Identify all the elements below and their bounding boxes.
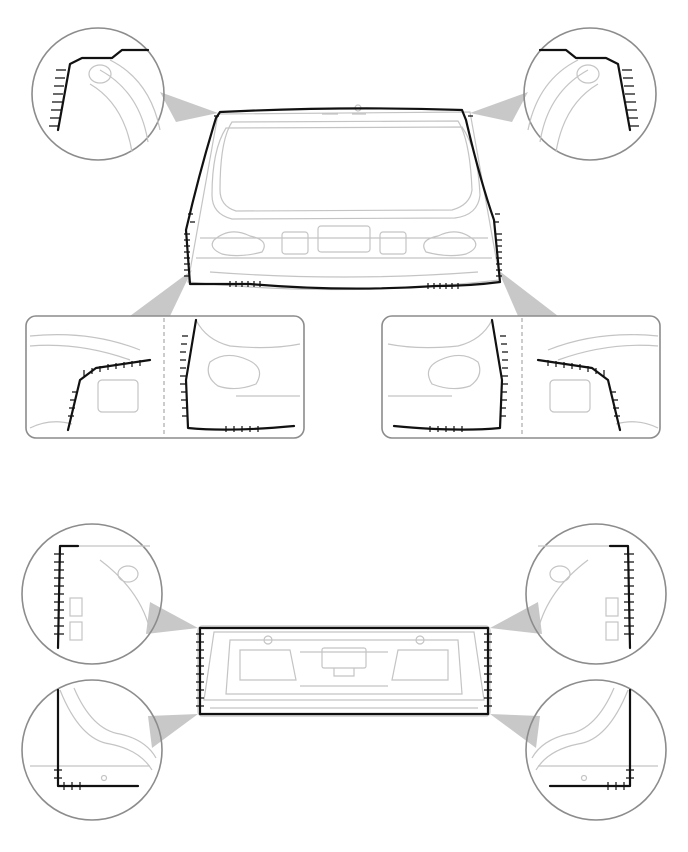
top-left-callout bbox=[31, 27, 165, 161]
top-right-callout bbox=[523, 27, 657, 161]
upper-right-callout bbox=[525, 523, 667, 665]
leader-top-right bbox=[470, 92, 528, 122]
hatch-seal-ticks bbox=[184, 115, 502, 289]
lower-left-callout bbox=[21, 679, 163, 821]
tailgate-group bbox=[21, 523, 667, 821]
tailgate-seal-ticks bbox=[196, 633, 492, 707]
lower-right-callout bbox=[525, 679, 667, 821]
rear-hatch-group bbox=[25, 27, 661, 439]
rear-hatch-panel bbox=[187, 104, 501, 291]
leader-upper-left bbox=[146, 602, 198, 634]
leader-bottom-left bbox=[130, 270, 192, 316]
hatch-seal-line bbox=[184, 107, 502, 290]
leader-upper-right bbox=[490, 602, 542, 634]
leader-top-left bbox=[160, 92, 218, 122]
bottom-left-callout bbox=[25, 315, 305, 439]
upper-left-callout bbox=[21, 523, 163, 665]
leader-bottom-right bbox=[498, 270, 558, 316]
tailgate-panel bbox=[197, 625, 491, 717]
bottom-right-callout bbox=[381, 315, 661, 439]
tailgate-seal-line bbox=[198, 626, 490, 716]
